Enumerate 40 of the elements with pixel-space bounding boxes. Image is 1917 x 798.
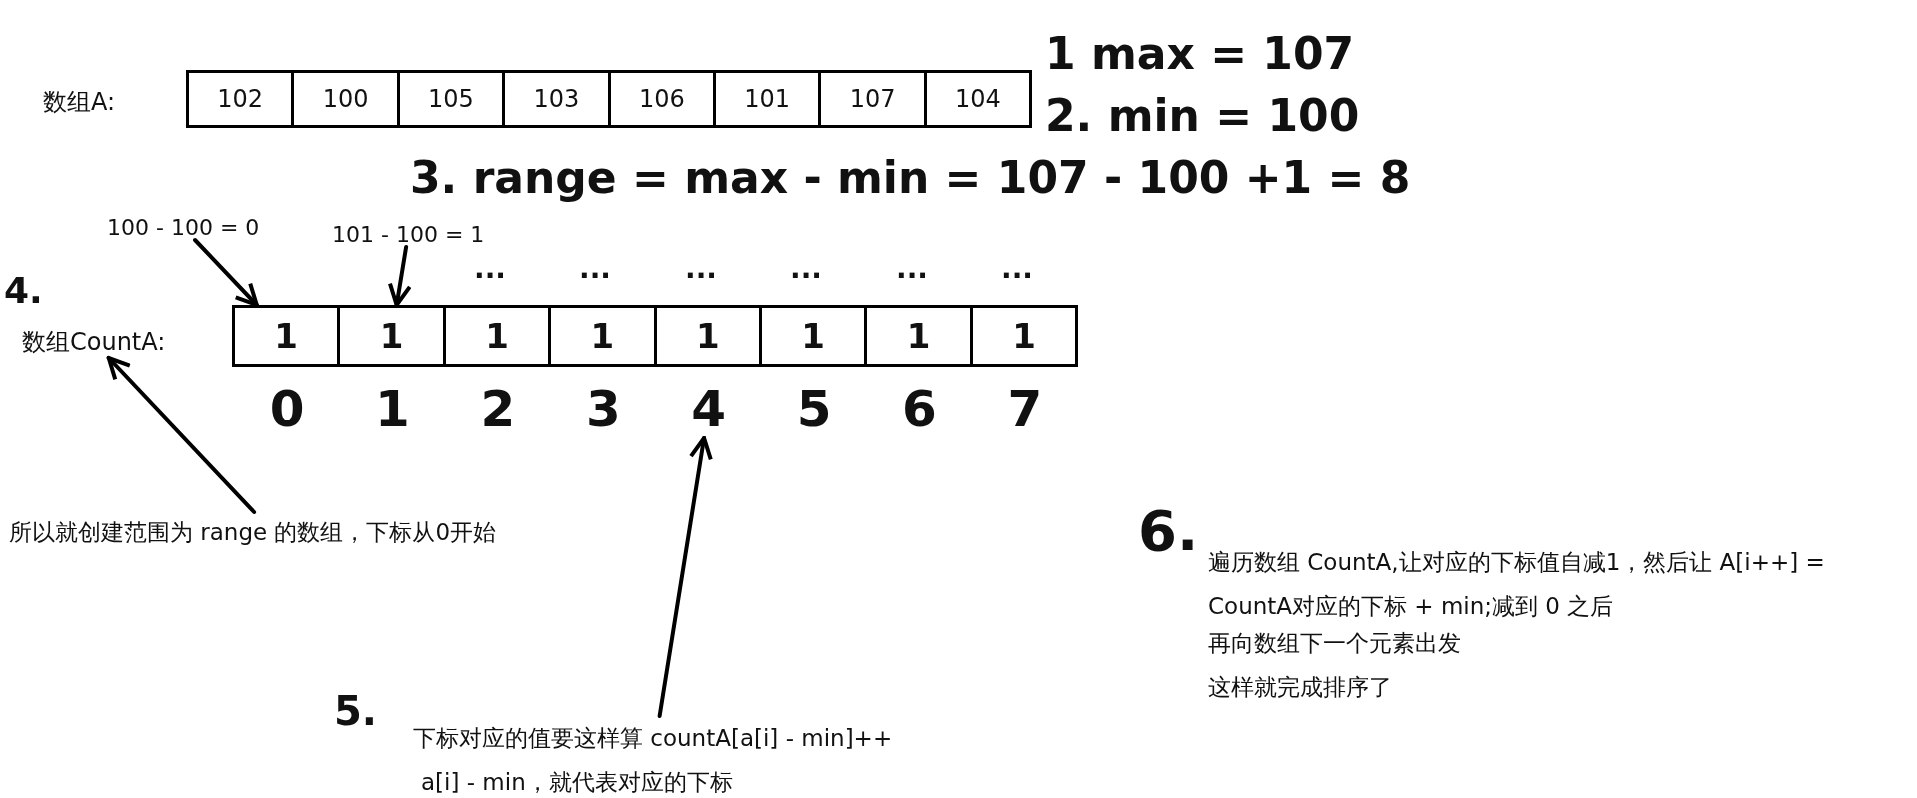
note-text: 下标对应的值要这样算 countA[a[i] - min]++ — [413, 724, 893, 753]
handwritten-text: 5 — [796, 380, 832, 438]
text-label: 100 - 100 = 0 — [107, 215, 260, 240]
text-label: 101 - 100 = 1 — [332, 222, 485, 247]
ellipsis: ... — [896, 252, 928, 285]
arrow — [193, 238, 259, 307]
handwritten-text: 2. min = 100 — [1045, 90, 1360, 141]
handwritten-text: 1 max = 107 — [1045, 28, 1355, 79]
handwritten-text: 6 — [902, 380, 937, 438]
ellipsis: ... — [685, 252, 717, 285]
handwritten-text: 7 — [1007, 380, 1043, 438]
text-label: 数组CountA: — [22, 326, 166, 358]
ellipsis: ... — [579, 252, 611, 285]
array-cell: 1 — [864, 305, 973, 367]
note-text: a[i] - min，就代表对应的下标 — [420, 768, 734, 797]
handwritten-text: 0 — [269, 380, 305, 438]
handwritten-text: 2 — [480, 380, 516, 438]
ellipsis: ... — [790, 252, 822, 285]
text-label: 再向数组下一个元素出发 — [1208, 629, 1461, 658]
ellipsis: ... — [1001, 252, 1033, 285]
handwritten-text: 3 — [585, 380, 621, 438]
note-text: 所以就创建范围为 range 的数组，下标从0开始 — [9, 512, 537, 552]
arrow — [106, 356, 257, 514]
handwritten-text: 4 — [691, 380, 727, 438]
array-cell: 1 — [548, 305, 657, 367]
handwritten-text: 6. — [1138, 498, 1199, 563]
text-label: 这样就完成排序了 — [1208, 673, 1392, 702]
ellipsis: ... — [474, 252, 506, 285]
array-cell: 103 — [502, 70, 611, 128]
text-label: 数组A: — [43, 87, 116, 118]
handwritten-text: 3. range = max - min = 107 - 100 +1 = 8 — [410, 152, 1411, 203]
array-cell: 107 — [818, 70, 927, 128]
handwritten-text: 5. — [334, 688, 378, 734]
arrow — [388, 245, 412, 307]
array-cell: 1 — [337, 305, 446, 367]
array-cell: 100 — [291, 70, 400, 128]
handwritten-text: 1 — [375, 380, 410, 438]
handwritten-text: 4. — [4, 270, 43, 311]
arrow — [657, 436, 713, 718]
note-text: 遍历数组 CountA,让对应的下标值自减1，然后让 A[i++] = CountA对应的下标 + min;减到 0 之后 — [1208, 548, 1826, 621]
